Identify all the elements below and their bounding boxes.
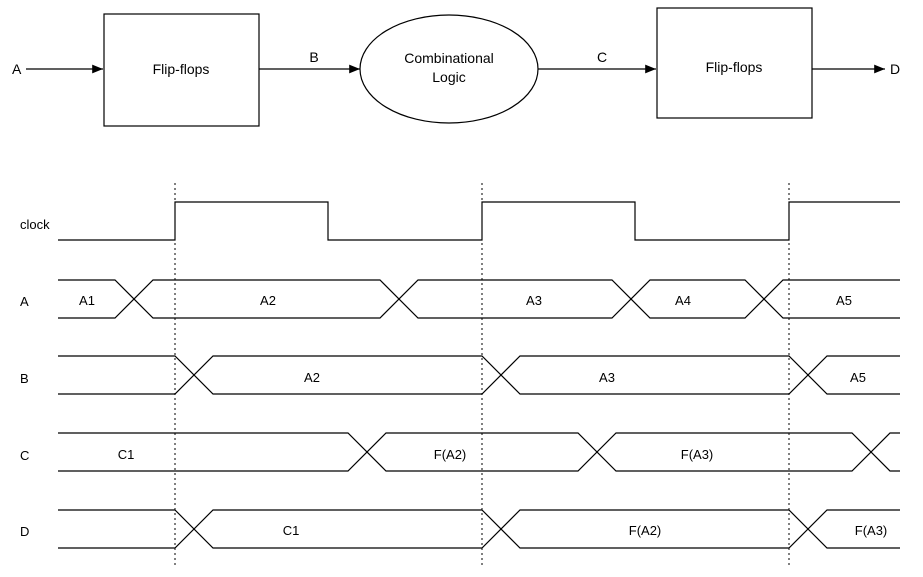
signal-a-waveform-bottom <box>58 279 900 319</box>
clock-waveform <box>58 201 900 241</box>
signal-d-value-3: F(A3) <box>855 523 888 538</box>
combinational-logic-label-line1: Combinational <box>404 50 494 66</box>
signal-c-value-3: F(A3) <box>681 447 714 462</box>
clock-label: clock <box>20 217 50 232</box>
timing-diagram: clock A A1 A2 A3 A4 A5 B A2 A3 A5 C C1 F… <box>20 183 900 568</box>
signal-b-waveform-bottom <box>58 355 900 395</box>
signal-a-value-3: A3 <box>526 293 542 308</box>
signal-a-value-5: A5 <box>836 293 852 308</box>
signal-c-value-1: C1 <box>118 447 135 462</box>
signal-c-label: C <box>20 448 29 463</box>
signal-d-value-2: F(A2) <box>629 523 662 538</box>
combinational-logic-label-line2: Logic <box>432 69 465 85</box>
signal-b-label: B <box>20 371 29 386</box>
signal-c-waveform-bottom <box>58 432 900 472</box>
signal-a-value-2: A2 <box>260 293 276 308</box>
flip-flops-2-label: Flip-flops <box>706 59 763 75</box>
signal-d-waveform-top <box>58 509 900 549</box>
flip-flops-1-box <box>103 13 260 127</box>
signal-c-waveform-top <box>58 432 900 472</box>
block-diagram: A Flip-flops B Combinational Logic C Fli… <box>12 7 900 127</box>
signal-d-waveform-bottom <box>58 509 900 549</box>
signal-a-value-1: A1 <box>79 293 95 308</box>
input-a-label: A <box>12 61 22 77</box>
signal-c-value-2: F(A2) <box>434 447 467 462</box>
output-d-label: D <box>890 61 900 77</box>
signal-d-value-1: C1 <box>283 523 300 538</box>
signal-a-value-4: A4 <box>675 293 691 308</box>
wire-c-label: C <box>597 49 607 65</box>
signal-b-waveform-top <box>58 355 900 395</box>
wire-b-label: B <box>309 49 318 65</box>
signal-b-value-1: A2 <box>304 370 320 385</box>
flip-flops-2-box <box>656 7 813 119</box>
signal-a-label: A <box>20 294 29 309</box>
signal-a-waveform-top <box>58 279 900 319</box>
signal-b-value-2: A3 <box>599 370 615 385</box>
flip-flops-1-label: Flip-flops <box>153 61 210 77</box>
signal-d-label: D <box>20 524 29 539</box>
signal-b-value-3: A5 <box>850 370 866 385</box>
